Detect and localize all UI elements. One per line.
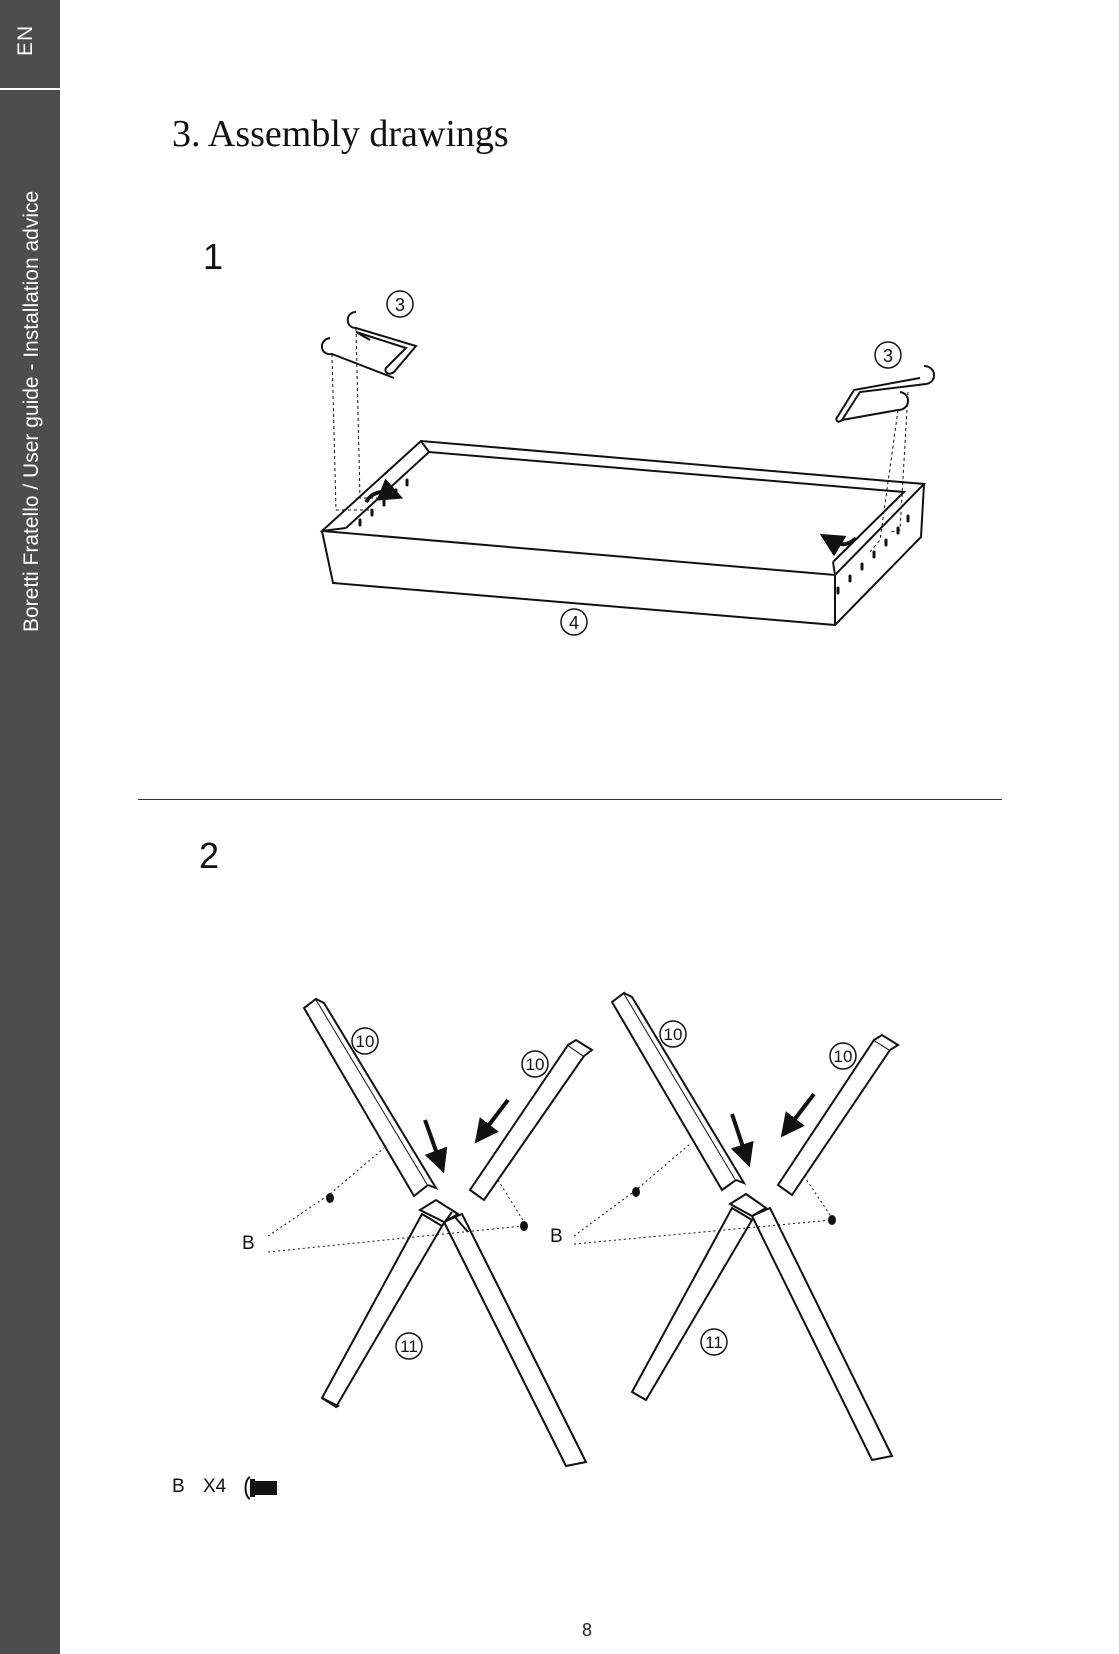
callout-right-upper-left: 10 xyxy=(664,1025,683,1044)
step-1-callouts: 3 3 4 xyxy=(386,290,902,636)
hardware-quantity: X4 xyxy=(203,1476,227,1497)
page-title: 3. Assembly drawings xyxy=(172,113,509,155)
callout-left-upper-right: 10 xyxy=(526,1055,545,1074)
step-2-screws xyxy=(267,1143,836,1253)
callout-left-lower: 11 xyxy=(400,1337,418,1356)
callout-handle-left: 3 xyxy=(395,295,405,315)
callout-right-lower: 11 xyxy=(705,1333,723,1352)
tray-slots xyxy=(358,478,910,595)
screw-label-left: B xyxy=(242,1233,255,1254)
screw-icon xyxy=(244,1476,277,1500)
step-1-diagram xyxy=(319,311,935,627)
tray xyxy=(319,439,927,627)
step-2-right-leg xyxy=(610,991,900,1462)
guide-lines xyxy=(331,327,909,553)
hardware-label: B xyxy=(172,1476,185,1497)
page-number: 8 xyxy=(582,1620,593,1640)
callout-left-upper-left: 10 xyxy=(356,1032,375,1051)
screw-label-right: B xyxy=(550,1226,563,1247)
section-divider xyxy=(138,799,1002,800)
callout-handle-right: 3 xyxy=(883,346,893,366)
callout-right-upper-right: 10 xyxy=(834,1047,853,1066)
handle-right xyxy=(835,365,935,423)
sidebar: EN Boretti Fratello / User guide - Insta… xyxy=(0,0,60,1654)
step-2-left-leg xyxy=(302,997,594,1468)
step-2-callouts: 10 10 11 10 10 11 xyxy=(351,1020,857,1360)
step-2-number: 2 xyxy=(199,835,220,876)
insert-arrows xyxy=(364,478,858,557)
callout-tray: 4 xyxy=(569,613,579,633)
step-1-number: 1 xyxy=(203,236,224,277)
handle-left xyxy=(321,311,418,379)
sidebar-divider xyxy=(0,88,60,90)
